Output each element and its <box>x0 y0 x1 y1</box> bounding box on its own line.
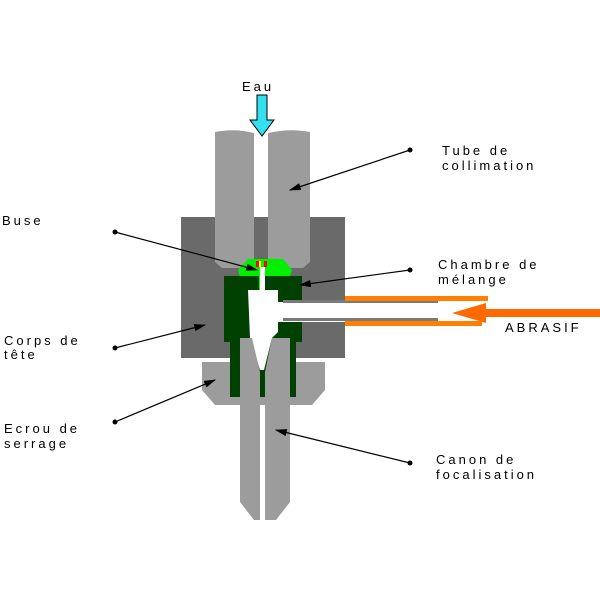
abrasive-tube-top <box>283 300 438 303</box>
tube-collimation-left <box>215 130 254 268</box>
canon-focalisation-right <box>265 338 290 520</box>
nozzle-insert <box>256 261 259 267</box>
label-canon-1: Canon de <box>436 452 517 467</box>
label-tube-1: Tube de <box>442 143 511 158</box>
label-corps-2: tête <box>4 347 38 362</box>
chamber-wall-left <box>230 340 240 397</box>
label-canon-2: focalisation <box>436 467 538 482</box>
canon-focalisation-left <box>240 338 260 520</box>
chamber-wall-right <box>290 340 296 397</box>
label-tube-2: collimation <box>442 158 537 173</box>
nozzle-orifice <box>259 267 265 290</box>
pointer-ecrou <box>114 379 217 423</box>
pointer-corps <box>114 324 207 349</box>
nozzle-insert <box>259 261 261 267</box>
pointer-canon <box>274 429 411 464</box>
pointer-dots <box>112 147 413 466</box>
pointer-buse <box>114 231 259 271</box>
pointer-lines <box>114 149 411 464</box>
pointer-tube <box>288 149 411 191</box>
label-ecrou-1: Ecrou de <box>4 421 81 436</box>
nozzle-insert <box>264 261 267 267</box>
abrasive-tube-bottom <box>283 318 438 321</box>
label-abrasif: ABRASIF <box>505 320 582 335</box>
label-eau: Eau <box>242 79 275 94</box>
nozzle-orifice <box>259 267 260 290</box>
label-chambre-1: Chambre de <box>438 257 540 272</box>
label-corps-1: Corps de <box>4 333 81 348</box>
chamber-cavity <box>248 290 345 370</box>
label-buse: Buse <box>2 213 44 228</box>
tube-collimation-right <box>268 130 310 268</box>
abrasive-line-top <box>345 296 488 301</box>
water-arrow-icon <box>249 94 275 137</box>
abrasive-line-bottom <box>345 321 482 326</box>
abrasive-arrow-icon <box>452 303 600 323</box>
pointer-chambre <box>298 269 411 288</box>
label-chambre-2: mélange <box>438 272 509 287</box>
label-ecrou-2: serrage <box>4 436 70 451</box>
